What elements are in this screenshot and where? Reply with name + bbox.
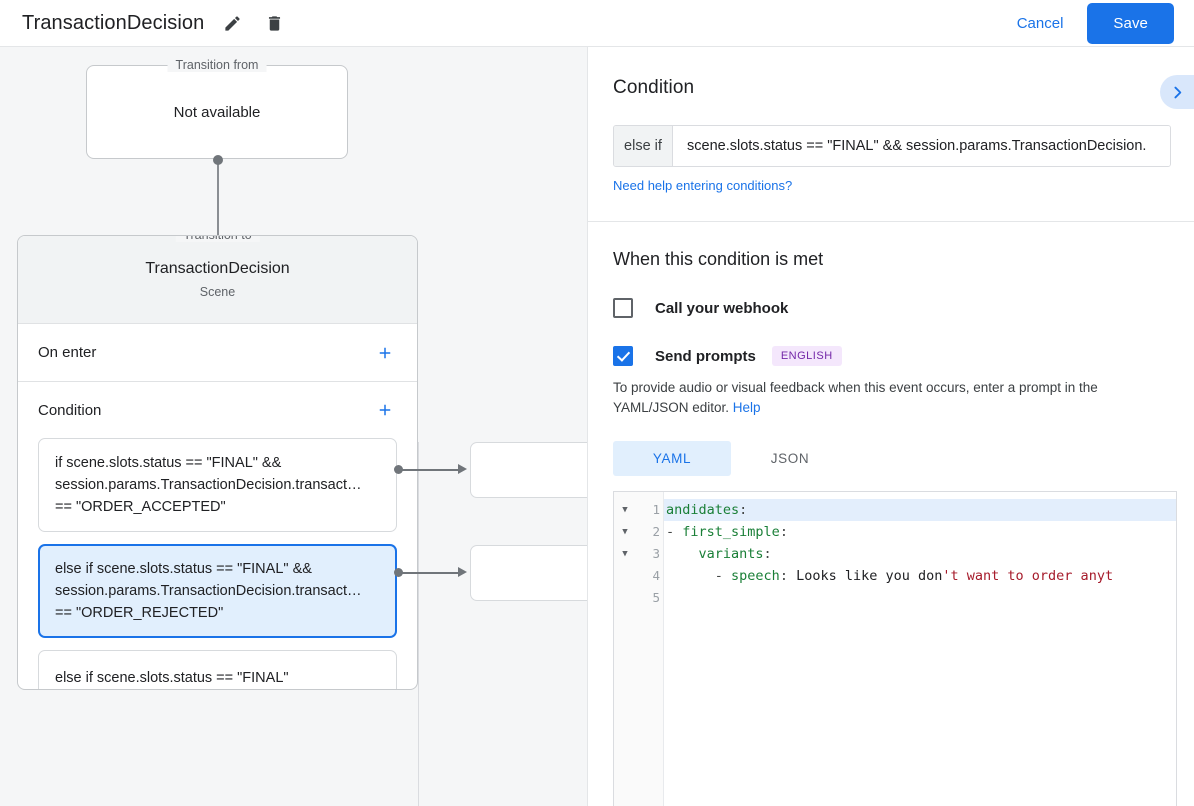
transition-to-card[interactable]: Transition to TransactionDecision Scene …	[17, 235, 418, 690]
editor-line[interactable]	[664, 587, 1176, 609]
send-prompts-checkbox[interactable]	[613, 346, 633, 366]
condition-expression-input[interactable]	[673, 126, 1170, 166]
call-webhook-label: Call your webhook	[655, 299, 789, 317]
help-link[interactable]: Help	[732, 400, 761, 415]
code-token: -	[666, 524, 683, 540]
section-header-on-enter: On enter	[18, 324, 417, 381]
trash-icon[interactable]	[260, 9, 288, 37]
editor-line[interactable]: - speech: Looks like you don't want to o…	[664, 565, 1176, 587]
editor-line-number: 1	[652, 502, 660, 517]
prompts-hint-text: To provide audio or visual feedback when…	[613, 378, 1175, 418]
when-condition-met-heading: When this condition is met	[613, 249, 824, 269]
branch-target-accepted[interactable]	[470, 442, 587, 498]
transition-from-legend: Transition from	[167, 58, 267, 72]
call-webhook-checkbox[interactable]	[613, 298, 633, 318]
need-help-conditions-link[interactable]: Need help entering conditions?	[613, 178, 793, 193]
panel-heading: Condition	[613, 77, 695, 98]
editor-line-number: 3	[652, 546, 660, 561]
code-token: first_simple	[682, 524, 780, 540]
transition-from-card[interactable]: Transition from Not available	[86, 58, 348, 159]
editor-line-number: 5	[652, 590, 660, 605]
pencil-icon[interactable]	[218, 9, 246, 37]
add-on-enter-button[interactable]	[373, 341, 397, 365]
fold-caret-icon[interactable]: ▼	[622, 505, 628, 515]
fold-caret-icon[interactable]: ▼	[622, 549, 628, 559]
editor-fold-gutter[interactable]: ▼ ▼ ▼	[614, 492, 636, 806]
editor-line-number: 2	[652, 524, 660, 539]
transition-to-name: TransactionDecision	[145, 260, 290, 277]
condition-prefix-label: else if	[614, 126, 673, 166]
branch-arrowhead-rejected	[458, 567, 467, 577]
section-title-condition: Condition	[38, 401, 102, 419]
code-token: :	[779, 524, 788, 540]
code-token: Looks like you don	[796, 568, 943, 584]
send-prompts-label: Send prompts	[655, 347, 756, 365]
section-header-condition: Condition	[18, 382, 417, 438]
prompts-hint-body: To provide audio or visual feedback when…	[613, 380, 1098, 415]
transition-from-value: Not available	[173, 103, 261, 121]
chevron-right-icon[interactable]	[1160, 75, 1194, 109]
editor-code-area[interactable]: andidates:- first_simple: variants: - sp…	[664, 492, 1176, 806]
condition-detail-panel: Condition else if Need help entering con…	[587, 47, 1194, 806]
condition-expression-row[interactable]: else if	[613, 125, 1171, 167]
tab-json[interactable]: JSON	[770, 451, 810, 466]
send-prompts-row[interactable]: Send prompts ENGLISH	[613, 346, 1194, 366]
flow-canvas[interactable]: Transition from Not available Transition…	[0, 47, 587, 806]
cancel-button[interactable]: Cancel	[1005, 7, 1076, 40]
code-token: :	[739, 502, 748, 518]
transition-to-header: TransactionDecision Scene	[18, 236, 417, 324]
transition-to-legend: Transition to	[175, 236, 260, 242]
transition-to-subtitle: Scene	[199, 285, 236, 299]
editor-line[interactable]: - first_simple:	[664, 521, 1176, 543]
fold-caret-icon[interactable]: ▼	[622, 527, 628, 537]
condition-card-rejected[interactable]: else if scene.slots.status == "FINAL" &&…	[38, 544, 397, 638]
code-token: variants	[698, 546, 764, 562]
editor-line-number: 4	[652, 568, 660, 583]
canvas-guide-line	[418, 442, 419, 806]
panel-divider	[588, 221, 1194, 222]
editor-format-tabs: YAML JSON	[613, 441, 1194, 476]
panel-body-section: When this condition is met Call your web…	[588, 222, 1194, 806]
panel-top-section: Condition else if Need help entering con…	[588, 47, 1194, 222]
code-token: -	[666, 568, 732, 584]
condition-card-final[interactable]: else if scene.slots.status == "FINAL"	[38, 650, 397, 689]
page-title: TransactionDecision	[22, 11, 205, 34]
editor-line[interactable]: variants:	[664, 543, 1176, 565]
branch-dot-accepted	[394, 465, 403, 474]
branch-arrowhead-accepted	[458, 464, 467, 474]
section-title-on-enter: On enter	[38, 344, 97, 361]
add-condition-button[interactable]	[373, 398, 397, 422]
editor-line[interactable]: andidates:	[664, 499, 1176, 521]
language-badge: ENGLISH	[771, 346, 842, 366]
condition-card-accepted[interactable]: if scene.slots.status == "FINAL" && sess…	[38, 438, 397, 532]
branch-target-rejected[interactable]	[470, 545, 587, 601]
code-token: :	[763, 546, 772, 562]
code-token	[666, 546, 699, 562]
save-button[interactable]: Save	[1087, 2, 1174, 44]
code-token: :	[779, 568, 797, 584]
call-webhook-row[interactable]: Call your webhook	[613, 298, 1194, 318]
branch-dot-rejected	[394, 568, 403, 577]
tab-yaml[interactable]: YAML	[613, 441, 731, 476]
branch-line-accepted	[400, 469, 460, 471]
section-condition: Condition if scene.slots.status == "FINA…	[18, 382, 417, 689]
code-token: speech	[731, 568, 780, 584]
code-token: andidates	[666, 502, 740, 518]
editor-line-numbers: 1 2 3 4 5	[636, 492, 664, 806]
section-on-enter: On enter	[18, 324, 417, 382]
top-app-bar: TransactionDecision Cancel Save	[0, 0, 1194, 47]
branch-line-rejected	[400, 572, 460, 574]
code-token: 't want to order anyt	[942, 568, 1114, 584]
